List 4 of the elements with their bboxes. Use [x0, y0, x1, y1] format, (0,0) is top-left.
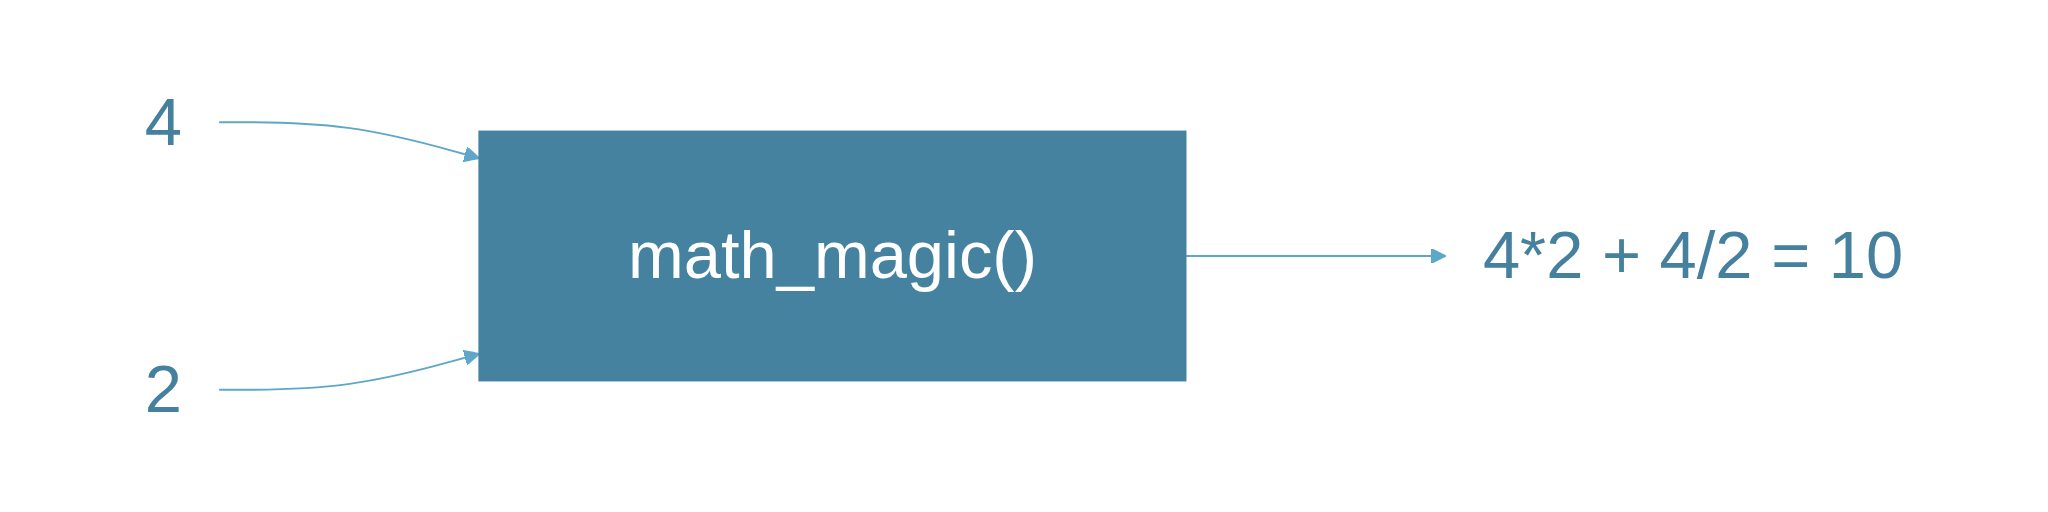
node-text: 2 [144, 350, 182, 427]
node-text: 4*2 + 4/2 = 10 [1482, 216, 1904, 294]
node-box: math_magic() [478, 130, 1187, 382]
node-text: 4 [144, 83, 182, 160]
